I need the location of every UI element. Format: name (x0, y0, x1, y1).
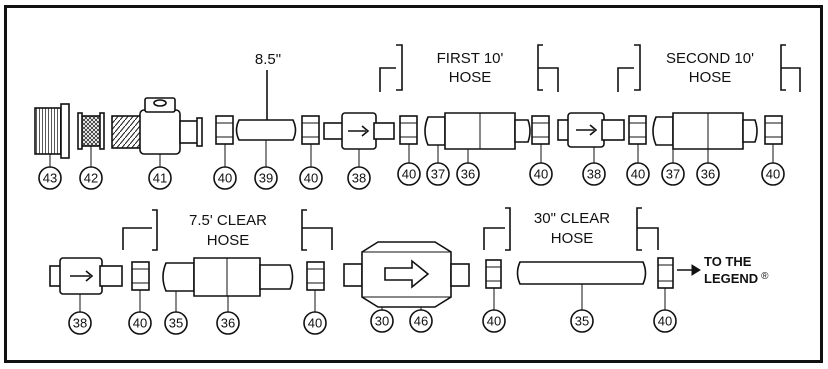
label-7-5-clear-2: HOSE (207, 232, 250, 249)
callout: 40 (218, 171, 232, 186)
bracket-first-hose (379, 44, 559, 92)
callout: 35 (169, 316, 183, 331)
hose-icon (162, 257, 294, 297)
nut-icon (628, 115, 647, 145)
nut-icon (399, 115, 418, 145)
callout: 30 (375, 314, 389, 329)
check-valve-icon (557, 112, 625, 148)
hose-icon (424, 112, 531, 150)
nut-icon (131, 261, 150, 291)
bracket-30-clear-hose (483, 207, 659, 251)
callout: 40 (308, 316, 322, 331)
hose-icon (235, 70, 297, 141)
nut-icon (531, 115, 550, 145)
nut-icon (306, 261, 325, 291)
callout: 40 (631, 167, 645, 182)
callout: 39 (259, 171, 273, 186)
hose-icon (652, 112, 758, 150)
callout: 36 (461, 167, 475, 182)
label-legend: LEGEND® (704, 271, 769, 286)
valve-icon (111, 97, 203, 155)
label-first-hose-2: HOSE (449, 69, 492, 86)
nut-icon (301, 115, 320, 145)
nut-icon (764, 115, 783, 145)
bracket-second-hose (617, 44, 801, 92)
callout: 38 (587, 167, 601, 182)
callout: 38 (73, 316, 87, 331)
callout: 40 (304, 171, 318, 186)
label-second-hose-2: HOSE (689, 69, 732, 86)
label-first-hose-1: FIRST 10' (437, 50, 504, 67)
bracket-7-5-clear-hose (122, 209, 333, 251)
nut-icon (657, 257, 674, 289)
callout: 40 (658, 314, 672, 329)
label-to-the: TO THE (704, 254, 752, 269)
nut-icon (215, 115, 234, 145)
callout: 40 (402, 167, 416, 182)
callout: 37 (666, 167, 680, 182)
check-valve-icon (49, 257, 123, 295)
callout: 40 (534, 167, 548, 182)
arrow-right-icon (384, 259, 430, 289)
label-30-clear-2: HOSE (551, 230, 594, 247)
filter-icon (34, 103, 70, 159)
callout: 46 (414, 314, 428, 329)
callout: 41 (153, 171, 167, 186)
nut-icon (485, 259, 502, 289)
callouts-row-1: 43 42 41 40 39 40 38 40 37 36 40 38 40 3… (38, 140, 785, 190)
label-7-5-clear-1: 7.5' CLEAR (189, 212, 267, 229)
callout: 40 (487, 314, 501, 329)
screen-icon (77, 112, 105, 150)
label-30-clear-1: 30" CLEAR (534, 210, 610, 227)
callout: 35 (575, 314, 589, 329)
label-second-hose-1: SECOND 10' (666, 50, 754, 67)
callout: 42 (84, 171, 98, 186)
check-valve-icon (323, 112, 395, 150)
hose-icon (516, 261, 647, 285)
callout: 36 (221, 316, 235, 331)
callout: 40 (133, 316, 147, 331)
callout: 38 (352, 171, 366, 186)
callouts-row-2: 38 40 35 36 40 30 46 40 35 40 (68, 284, 677, 335)
arrow-right-icon (677, 264, 701, 276)
label-8-5-inch: 8.5" (255, 51, 281, 68)
callout: 43 (43, 171, 57, 186)
callout: 36 (701, 167, 715, 182)
callout: 40 (766, 167, 780, 182)
callout: 37 (431, 167, 445, 182)
